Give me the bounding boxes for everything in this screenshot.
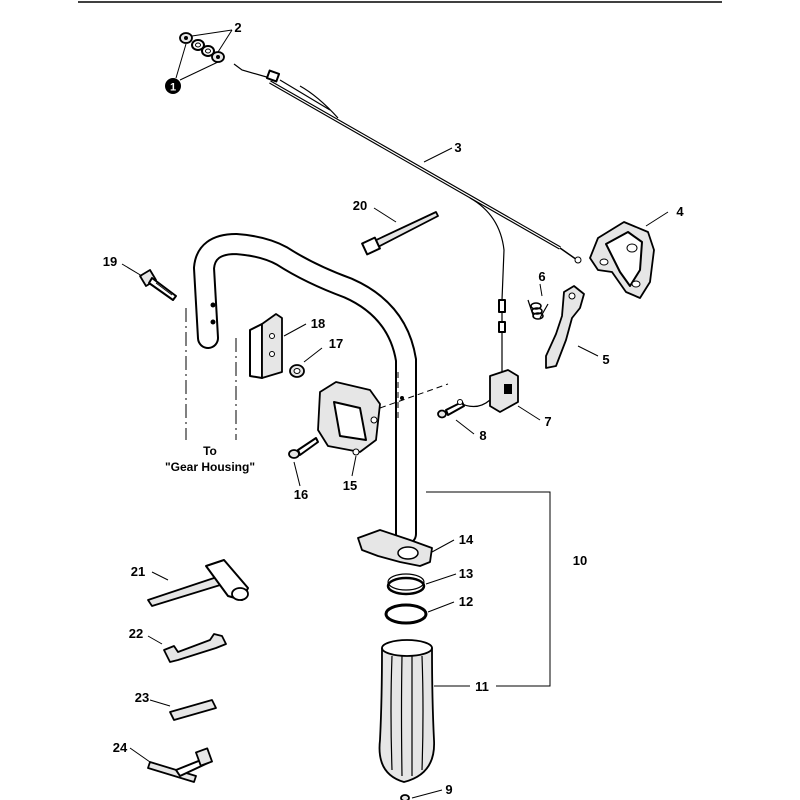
callout-20: 20 xyxy=(353,198,367,213)
callout-12: 12 xyxy=(459,594,473,609)
part-11-grip xyxy=(378,639,435,783)
note-to: To xyxy=(203,444,217,458)
callout-2: 2 xyxy=(234,20,241,35)
part-21-plug-wrench xyxy=(147,559,249,607)
callout-1: 1 xyxy=(170,82,176,94)
callout-22: 22 xyxy=(129,626,143,641)
callout-19: 19 xyxy=(103,254,117,269)
callout-11: 11 xyxy=(475,679,489,694)
note-gear-housing: "Gear Housing" xyxy=(165,460,255,474)
part-8-screw xyxy=(437,401,465,419)
part-5-throttle-trigger xyxy=(545,285,585,369)
part-17-nut xyxy=(289,364,305,378)
callout-10: 10 xyxy=(573,553,587,568)
part-9-screw xyxy=(400,794,410,800)
part-12-ring xyxy=(384,603,428,625)
part-7-stop-switch xyxy=(457,369,519,413)
part-22-open-wrench xyxy=(163,633,227,663)
bracket-10 xyxy=(426,491,551,687)
part-14-lock-plate xyxy=(357,529,433,567)
part-4-handle-housing xyxy=(589,221,655,299)
part-18-bracket xyxy=(249,313,283,379)
callout-18: 18 xyxy=(311,316,325,331)
callout-1-badge xyxy=(165,78,181,94)
callout-17: 17 xyxy=(329,336,343,351)
part-23-hex-key xyxy=(169,699,217,721)
part-19-bolt xyxy=(139,269,177,301)
part-6-spring xyxy=(527,299,549,320)
part-15-clamp xyxy=(317,381,381,456)
callout-3: 3 xyxy=(454,140,461,155)
part-24-t-tool xyxy=(147,747,213,783)
callout-9: 9 xyxy=(445,782,452,797)
callout-4: 4 xyxy=(676,204,684,219)
part-16-screw xyxy=(288,437,319,459)
part-2-nuts-washers xyxy=(179,32,225,63)
callout-15: 15 xyxy=(343,478,357,493)
callout-24: 24 xyxy=(113,740,128,755)
callout-8: 8 xyxy=(479,428,486,443)
part-13-spring-ring xyxy=(386,573,426,596)
callout-23: 23 xyxy=(135,690,149,705)
callout-5: 5 xyxy=(602,352,609,367)
part-20-cable-tie xyxy=(361,211,439,256)
callout-6: 6 xyxy=(538,269,545,284)
callout-21: 21 xyxy=(131,564,145,579)
callout-14: 14 xyxy=(459,532,474,547)
callout-13: 13 xyxy=(459,566,473,581)
handle-bar xyxy=(192,232,417,545)
part-3-throttle-cable xyxy=(233,63,582,375)
callout-7: 7 xyxy=(544,414,551,429)
callout-16: 16 xyxy=(294,487,308,502)
